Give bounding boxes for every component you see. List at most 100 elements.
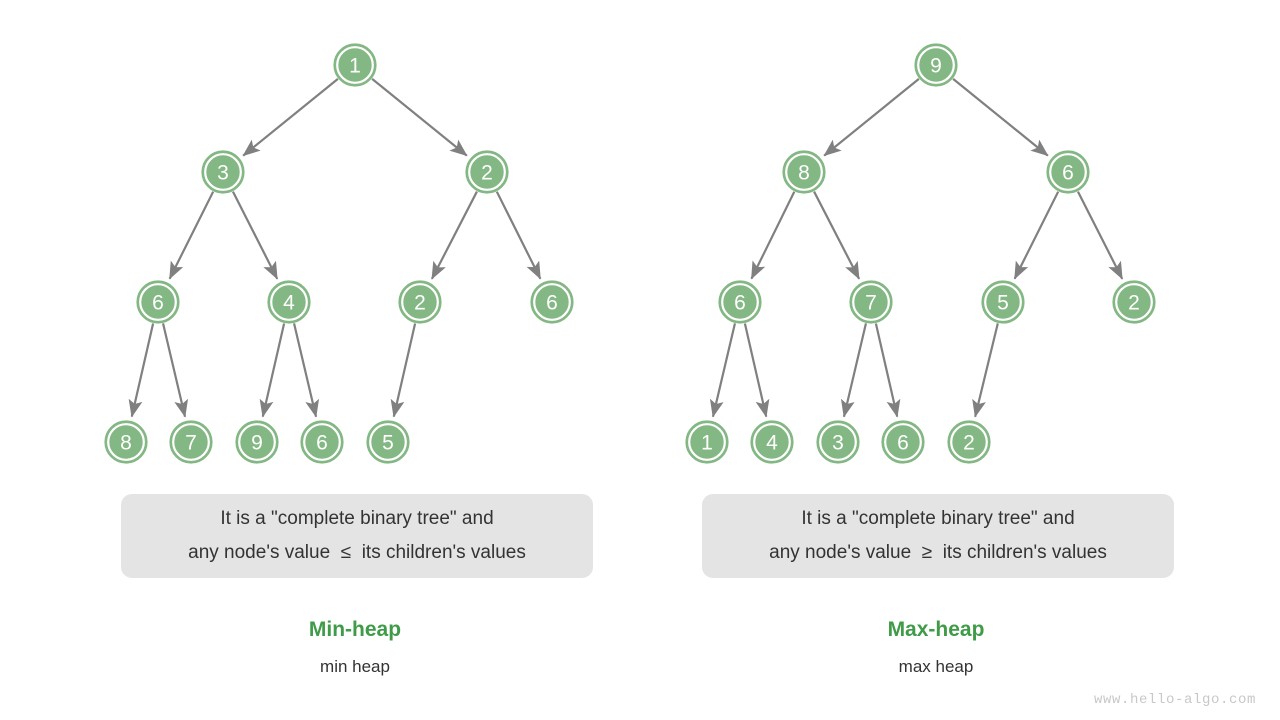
node-circle — [782, 150, 826, 194]
node-value-label: 2 — [414, 292, 426, 315]
node-circle — [849, 280, 893, 324]
tree-node: 6 — [530, 280, 574, 324]
node-inner-ring — [172, 423, 210, 461]
tree-node: 8 — [782, 150, 826, 194]
node-inner-ring — [238, 423, 276, 461]
node-inner-ring — [1115, 283, 1153, 321]
tree-node: 6 — [718, 280, 762, 324]
tree-node: 5 — [981, 280, 1025, 324]
node-value-label: 3 — [217, 162, 229, 185]
tree-node: 7 — [169, 420, 213, 464]
tree-node: 3 — [201, 150, 245, 194]
node-circle — [1046, 150, 1090, 194]
tree-node: 7 — [849, 280, 893, 324]
node-circle — [104, 420, 148, 464]
tree-node: 8 — [104, 420, 148, 464]
tree-node: 2 — [465, 150, 509, 194]
node-circle — [398, 280, 442, 324]
node-value-label: 9 — [251, 432, 263, 455]
node-value-label: 7 — [865, 292, 877, 315]
tree-edge — [874, 323, 901, 418]
node-circle — [947, 420, 991, 464]
tree-edge — [1076, 191, 1124, 280]
panel-subtitle-max-heap: max heap — [898, 657, 974, 676]
node-circle — [1112, 280, 1156, 324]
node-circle — [235, 420, 279, 464]
tree-edge — [495, 191, 542, 280]
panel-title-min-heap: Min-heap — [308, 618, 402, 641]
node-circle — [750, 420, 794, 464]
node-inner-ring — [785, 153, 823, 191]
tree-edge — [750, 191, 796, 280]
node-circle — [465, 150, 509, 194]
node-inner-ring — [819, 423, 857, 461]
tree-node: 4 — [267, 280, 311, 324]
node-value-label: 2 — [963, 432, 975, 455]
node-value-label: 1 — [349, 55, 361, 78]
caption-line: It is a "complete binary tree" and — [220, 508, 494, 529]
caption-line: any node's value ≥ its children's values — [769, 542, 1107, 563]
tree-node: 5 — [366, 420, 410, 464]
node-circle — [267, 280, 311, 324]
node-inner-ring — [533, 283, 571, 321]
tree-edge — [128, 323, 155, 418]
node-circle — [136, 280, 180, 324]
node-inner-ring — [950, 423, 988, 461]
caption-line: any node's value ≤ its children's values — [188, 542, 526, 563]
node-circle — [169, 420, 213, 464]
node-inner-ring — [852, 283, 890, 321]
node-value-label: 2 — [1128, 292, 1140, 315]
node-value-label: 6 — [1062, 162, 1074, 185]
node-inner-ring — [917, 46, 955, 84]
node-inner-ring — [688, 423, 726, 461]
node-circle — [685, 420, 729, 464]
tree-node: 3 — [816, 420, 860, 464]
tree-edge — [430, 191, 478, 280]
watermark: www.hello-algo.com — [1093, 692, 1256, 708]
tree-edge — [813, 191, 861, 280]
node-circle — [333, 43, 377, 87]
node-inner-ring — [1049, 153, 1087, 191]
tree-node: 1 — [685, 420, 729, 464]
node-value-label: 7 — [185, 432, 197, 455]
node-value-label: 8 — [120, 432, 132, 455]
node-value-label: 6 — [316, 432, 328, 455]
caption-line: It is a "complete binary tree" and — [801, 508, 1075, 529]
node-inner-ring — [204, 153, 242, 191]
node-value-label: 9 — [930, 55, 942, 78]
tree-edge — [168, 191, 215, 280]
node-inner-ring — [401, 283, 439, 321]
node-inner-ring — [753, 423, 791, 461]
tree-edge — [743, 323, 770, 418]
node-value-label: 8 — [798, 162, 810, 185]
caption-box-max-heap: It is a "complete binary tree" and any n… — [702, 494, 1174, 578]
tree-edge — [231, 191, 279, 280]
tree-edge — [292, 323, 320, 418]
tree-node: 2 — [1112, 280, 1156, 324]
tree-node: 2 — [398, 280, 442, 324]
node-value-label: 5 — [382, 432, 394, 455]
node-circle — [366, 420, 410, 464]
tree-edge — [161, 323, 189, 418]
node-value-label: 6 — [546, 292, 558, 315]
caption-box-min-heap: It is a "complete binary tree" and any n… — [121, 494, 593, 578]
node-inner-ring — [721, 283, 759, 321]
tree-node: 6 — [300, 420, 344, 464]
tree-node: 1 — [333, 43, 377, 87]
node-inner-ring — [336, 46, 374, 84]
node-value-label: 6 — [152, 292, 164, 315]
node-circle — [881, 420, 925, 464]
tree-node: 9 — [914, 43, 958, 87]
tree-edge — [259, 323, 286, 418]
node-value-label: 3 — [832, 432, 844, 455]
tree-node: 6 — [1046, 150, 1090, 194]
node-value-label: 4 — [283, 292, 295, 315]
tree-edge — [242, 77, 339, 157]
node-circle — [816, 420, 860, 464]
panel-subtitle-min-heap: min heap — [320, 657, 390, 676]
node-inner-ring — [884, 423, 922, 461]
tree-edge — [823, 77, 920, 157]
